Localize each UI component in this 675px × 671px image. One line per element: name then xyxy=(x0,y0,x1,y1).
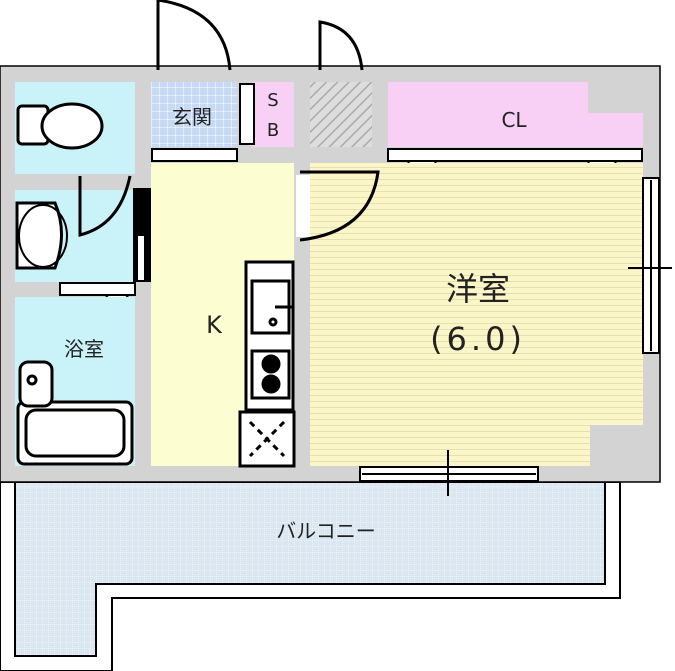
room-door[interactable] xyxy=(299,170,380,242)
shoe-box-s: S xyxy=(267,90,278,111)
toilet-icon xyxy=(16,102,104,150)
western-room: 洋室 (6.0) xyxy=(296,163,672,496)
stove-icon xyxy=(250,349,291,400)
balcony: バルコニー xyxy=(0,481,621,671)
entrance-label: 玄関 xyxy=(172,105,212,129)
western-room-size: (6.0) xyxy=(430,320,526,358)
front-door[interactable] xyxy=(156,0,232,71)
closet: CL xyxy=(387,82,643,182)
washroom-door[interactable] xyxy=(78,175,132,237)
washroom xyxy=(15,175,151,308)
window-right[interactable] xyxy=(628,177,672,354)
shoe-box: S B xyxy=(239,82,294,147)
bathroom: 浴室 xyxy=(15,297,135,466)
washbasin-icon xyxy=(15,201,68,270)
shoe-box-b: B xyxy=(267,120,279,141)
bathtub-icon xyxy=(16,360,134,466)
fridge-icon xyxy=(238,410,296,468)
western-room-label: 洋室 xyxy=(446,270,510,308)
kitchen-label: K xyxy=(206,311,223,339)
toilet-room xyxy=(15,82,135,174)
window-bottom[interactable] xyxy=(359,450,539,496)
kitchen: K xyxy=(151,163,296,468)
balcony-label: バルコニー xyxy=(276,519,376,543)
meter-box xyxy=(310,82,372,147)
closet-label: CL xyxy=(501,108,527,132)
bathroom-label: 浴室 xyxy=(64,337,104,361)
meter-box-door[interactable] xyxy=(318,20,364,71)
entrance: 玄関 xyxy=(151,0,238,162)
